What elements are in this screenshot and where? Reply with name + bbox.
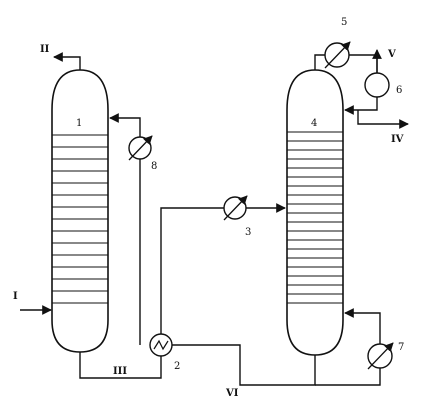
column-4-trays <box>287 131 343 304</box>
reflux-line-6 <box>344 97 409 129</box>
condenser-5-icon <box>324 41 351 69</box>
unit-label-5: 5 <box>341 17 347 28</box>
unit-label-3: 3 <box>245 227 251 238</box>
stream-label-I: I <box>13 291 18 302</box>
reboiler-line-7 <box>344 308 381 344</box>
stream-label-VI: VI <box>225 388 239 399</box>
column-1 <box>51 69 109 353</box>
stream-label-V: V <box>387 49 396 60</box>
stream-label-III: III <box>113 366 127 377</box>
stream-VI-line <box>172 344 381 386</box>
reboiler-7-icon <box>367 342 394 370</box>
stream-label-IV: IV <box>391 134 404 145</box>
unit-label-2: 2 <box>174 361 180 372</box>
stream-II-line <box>53 52 81 70</box>
unit-label-7: 7 <box>398 342 404 353</box>
stream-label-II: II <box>40 44 50 55</box>
unit-label-6: 6 <box>396 85 402 96</box>
column-4 <box>286 69 344 356</box>
reflux-line-8 <box>109 113 141 345</box>
unit-label-8: 8 <box>151 161 157 172</box>
feed-line-3 <box>160 203 286 334</box>
heater-3-icon <box>223 195 248 221</box>
exchanger-2-icon <box>149 333 173 357</box>
unit-label-4: 4 <box>311 118 317 129</box>
heater-8-icon <box>128 135 153 161</box>
column-1-trays <box>52 134 108 304</box>
stream-III-line <box>79 352 162 379</box>
unit-label-1: 1 <box>76 118 82 129</box>
receiver-6-icon <box>364 72 390 98</box>
